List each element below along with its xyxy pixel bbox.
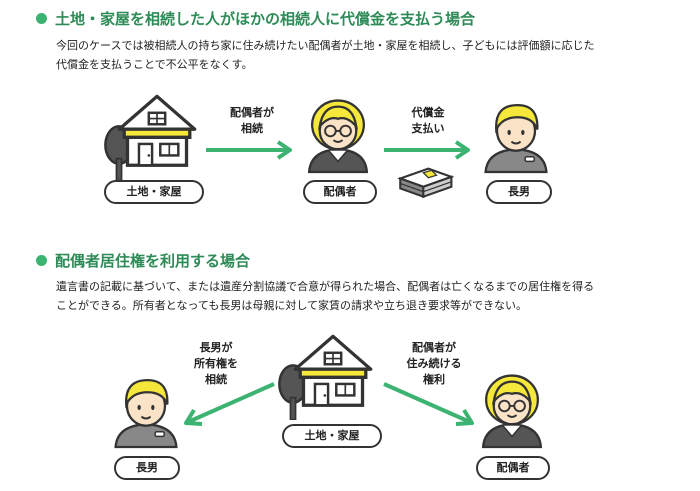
section1-house-label: 土地・家屋: [104, 180, 204, 204]
spouse-icon: [474, 368, 550, 450]
bullet-dot-icon: [36, 13, 47, 24]
arrow-icon: [384, 140, 470, 160]
section2-spouse-label: 配偶者: [476, 456, 550, 480]
section2-desc-line2: ことができる。所有者となっても長男は母親に対して家賃の請求や立ち退き要求等ができ…: [56, 299, 528, 312]
section1-desc-line1: 今回のケースでは被相続人の持ち家に住み続けたい配偶者が土地・家屋を相続し、子ども…: [56, 39, 595, 52]
section1-arrow2-label: 代償金 支払い: [388, 105, 468, 137]
money-icon: [392, 160, 458, 202]
arrow-icon: [383, 382, 474, 426]
section2-left-arrow-line2: 所有権を: [194, 357, 238, 370]
section1-son-label: 長男: [486, 180, 552, 204]
section2-right-arrow-label: 配偶者が 住み続ける 権利: [392, 340, 476, 388]
section2-left-arrow-label: 長男が 所有権を 相続: [176, 340, 256, 388]
section2-left-arrow-line1: 長男が: [199, 341, 233, 354]
section1-arrow1-label: 配偶者が 相続: [212, 105, 292, 137]
son-icon: [478, 92, 554, 176]
section1-title-text: 土地・家屋を相続した人がほかの相続人に代償金を支払う場合: [55, 10, 476, 28]
house-icon: [116, 88, 198, 172]
section2-left-arrow-line3: 相続: [205, 373, 227, 386]
arrow-icon: [184, 382, 275, 426]
section2-right-arrow-line2: 住み続ける: [406, 357, 462, 370]
section1-arrow1-line1: 配偶者が: [230, 106, 274, 119]
section1-description: 今回のケースでは被相続人の持ち家に住み続けたい配偶者が土地・家屋を相続し、子ども…: [56, 36, 594, 74]
section1-arrow2-line1: 代償金: [411, 106, 445, 119]
section1-spouse-label: 配偶者: [303, 180, 377, 204]
section1-arrow1-line2: 相続: [241, 122, 263, 135]
bullet-dot-icon: [36, 255, 47, 266]
section2-right-arrow-line1: 配偶者が: [412, 341, 456, 354]
spouse-icon: [300, 92, 376, 176]
section2-right-arrow-line3: 権利: [423, 373, 445, 386]
section2-title: 配偶者居住権を利用する場合: [36, 250, 250, 271]
section1-desc-line2: 代償金を支払うことで不公平をなくす。: [56, 58, 253, 71]
section2-house-label: 土地・家屋: [282, 424, 382, 448]
house-icon: [292, 328, 374, 412]
arrow-icon: [206, 140, 292, 160]
son-icon: [108, 368, 184, 450]
section2-son-label: 長男: [114, 456, 180, 480]
section1-arrow2-line2: 支払い: [411, 122, 445, 135]
section2-desc-line1: 遺言書の記載に基づいて、または遺産分割協議で合意が得られた場合、配偶者は亡くなる…: [56, 280, 595, 293]
section2-description: 遺言書の記載に基づいて、または遺産分割協議で合意が得られた場合、配偶者は亡くなる…: [56, 277, 594, 315]
section2-title-text: 配偶者居住権を利用する場合: [55, 252, 251, 270]
section1-title: 土地・家屋を相続した人がほかの相続人に代償金を支払う場合: [36, 8, 475, 29]
